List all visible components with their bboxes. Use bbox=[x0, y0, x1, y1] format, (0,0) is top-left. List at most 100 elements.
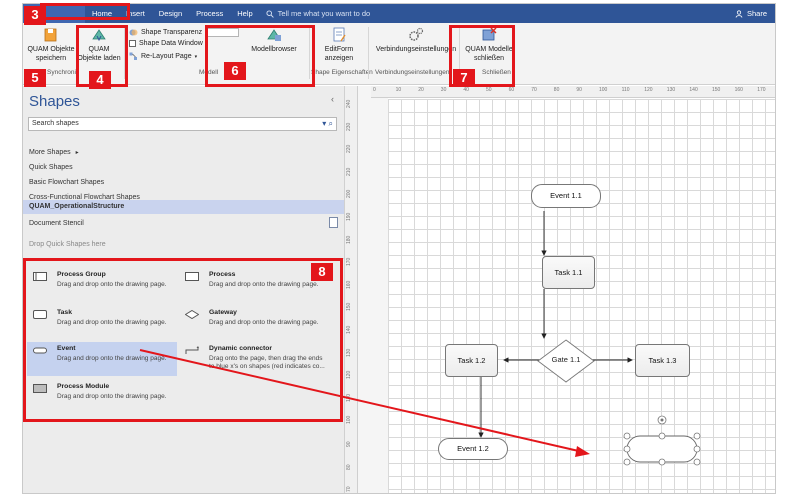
shapes-pane-title: Shapes bbox=[29, 93, 80, 110]
rotation-handle-dot bbox=[660, 418, 664, 422]
stencil-basic-flowchart[interactable]: Basic Flowchart Shapes bbox=[29, 179, 105, 186]
annotation-tag-5: 5 bbox=[24, 69, 46, 87]
group-label-sync: Synchroni bbox=[47, 69, 76, 76]
ruler-tick: 110 bbox=[346, 393, 352, 402]
connection-settings-label: Verbindungseinstellungen bbox=[375, 46, 457, 53]
node-task-1-3[interactable]: Task 1.3 bbox=[635, 344, 690, 377]
ribbon-tab-bar: Home Insert Design Process Help Tell me … bbox=[23, 4, 775, 23]
annotation-box-3 bbox=[40, 3, 130, 20]
checkbox-icon bbox=[129, 40, 136, 47]
node-event-1-2[interactable]: Event 1.2 bbox=[438, 438, 508, 460]
process-group-icon bbox=[33, 272, 47, 281]
lightbulb-search-icon bbox=[266, 9, 274, 18]
ruler-tick: 60 bbox=[508, 87, 515, 93]
ruler-tick: 150 bbox=[712, 87, 721, 93]
task-icon bbox=[33, 310, 47, 319]
selection-handles[interactable] bbox=[623, 432, 701, 466]
group-label-model: Modell bbox=[199, 69, 219, 76]
annotation-tag-8: 8 bbox=[311, 263, 333, 281]
drawing-canvas[interactable]: Event 1.1 Task 1.1 Task 1.2 Gate 1.1 Tas… bbox=[388, 99, 775, 493]
annotation-tag-4: 4 bbox=[89, 71, 111, 89]
ruler-tick: 140 bbox=[346, 325, 352, 334]
load-objects-label: QUAM Objekte laden bbox=[77, 46, 121, 62]
stencil-cross-functional[interactable]: Cross-Functional Flowchart Shapes bbox=[29, 194, 140, 201]
ruler-tick: 130 bbox=[666, 87, 676, 93]
ruler-tick: 130 bbox=[346, 348, 352, 357]
ruler-tick: 40 bbox=[463, 87, 469, 93]
ruler-tick: 20 bbox=[418, 87, 424, 93]
drop-quick-shapes-hint: Drop Quick Shapes here bbox=[29, 241, 106, 248]
tell-me-box[interactable]: Tell me what you want to do bbox=[266, 9, 371, 18]
ruler-tick: 210 bbox=[346, 167, 352, 176]
master-desc: Drag and drop onto the drawing page. bbox=[209, 281, 319, 288]
editform-button[interactable]: EditForm anzeigen bbox=[315, 27, 363, 63]
collapse-pane-icon[interactable]: ‹ bbox=[331, 94, 334, 104]
connectors-layer bbox=[478, 211, 701, 466]
tab-design[interactable]: Design bbox=[158, 9, 183, 18]
group-label-connection: Verbindungseinstellungen bbox=[375, 69, 450, 76]
ruler-tick: 150 bbox=[346, 303, 352, 312]
master-name: Process Module bbox=[57, 383, 110, 390]
canvas-margin bbox=[358, 86, 388, 493]
search-icon[interactable]: ▾ ⌕ bbox=[322, 119, 333, 128]
ruler-tick: 70 bbox=[531, 87, 537, 93]
annotation-tag-7: 7 bbox=[453, 69, 475, 87]
annotation-tag-3: 3 bbox=[24, 6, 46, 25]
master-desc: Drag and drop onto the drawing page. bbox=[57, 281, 167, 288]
shape-data-window-checkbox[interactable]: Shape Data Window bbox=[129, 40, 203, 47]
transparency-icon bbox=[129, 29, 138, 36]
node-task-1-2[interactable]: Task 1.2 bbox=[445, 344, 498, 377]
ruler-tick: 140 bbox=[689, 87, 698, 93]
load-objects-button[interactable]: QUAM Objekte laden bbox=[77, 27, 121, 63]
stencil-document[interactable]: Document Stencil bbox=[29, 220, 84, 227]
ruler-tick: 200 bbox=[346, 190, 352, 199]
tab-process[interactable]: Process bbox=[196, 9, 224, 18]
master-gateway[interactable]: Gateway Drag and drop onto the drawing p… bbox=[179, 306, 329, 340]
stencil-quam-operational[interactable]: QUAM_OperationalStructure bbox=[29, 203, 125, 210]
connection-settings-button[interactable]: Verbindungseinstellungen bbox=[373, 27, 459, 54]
save-objects-icon bbox=[44, 28, 57, 42]
annotation-tag-6: 6 bbox=[224, 62, 246, 80]
share-button[interactable]: Share bbox=[735, 4, 767, 23]
chevron-down-icon: ▾ bbox=[194, 53, 198, 60]
master-process[interactable]: Process Drag and drop onto the drawing p… bbox=[179, 268, 329, 302]
relayout-page-button[interactable]: Re-Layout Page ▾ bbox=[129, 52, 197, 61]
master-process-module[interactable]: Process Module Drag and drop onto the dr… bbox=[27, 380, 177, 414]
master-task[interactable]: Task Drag and drop onto the drawing page… bbox=[27, 306, 177, 340]
ruler-tick: 230 bbox=[346, 122, 352, 131]
tell-me-text: Tell me what you want to do bbox=[277, 9, 371, 18]
ruler-tick: 10 bbox=[395, 87, 402, 93]
ruler-tick: 240 bbox=[346, 99, 352, 108]
ribbon-separator bbox=[124, 27, 125, 79]
master-name: Process Group bbox=[57, 271, 106, 278]
more-shapes-menu[interactable]: More Shapes ▸ bbox=[29, 149, 79, 156]
tab-insert[interactable]: Insert bbox=[126, 9, 145, 18]
tab-help[interactable]: Help bbox=[237, 9, 253, 18]
model-browser-button[interactable]: Modellbrowser bbox=[245, 27, 303, 54]
ruler-tick: 120 bbox=[644, 87, 653, 93]
save-objects-label: QUAM Objekte speichern bbox=[27, 46, 75, 62]
master-desc: Drag and drop onto the drawing page. bbox=[57, 319, 167, 326]
close-models-label: QUAM Modelle schließen bbox=[465, 46, 513, 62]
chevron-right-icon: ▸ bbox=[75, 150, 79, 156]
node-task-1-1[interactable]: Task 1.1 bbox=[542, 256, 595, 289]
master-name: Dynamic connector bbox=[209, 345, 273, 352]
master-name: Process bbox=[209, 271, 236, 278]
tab-home[interactable]: Home bbox=[92, 9, 113, 18]
node-gate-1-1-label: Gate 1.1 bbox=[551, 355, 581, 364]
document-stencil-icon[interactable] bbox=[329, 217, 338, 228]
editform-icon bbox=[333, 27, 346, 42]
dropped-event-shape[interactable] bbox=[626, 435, 698, 463]
close-models-button[interactable]: QUAM Modelle schließen bbox=[463, 27, 515, 63]
editform-label: EditForm anzeigen bbox=[324, 46, 354, 62]
stencil-quick-shapes[interactable]: Quick Shapes bbox=[29, 164, 73, 171]
ruler-tick: 160 bbox=[346, 280, 352, 289]
search-shapes-input[interactable]: Search shapes ▾ ⌕ bbox=[28, 117, 337, 131]
search-shapes-placeholder: Search shapes bbox=[32, 120, 79, 127]
save-objects-button[interactable]: QUAM Objekte speichern bbox=[25, 27, 77, 63]
node-event-1-1[interactable]: Event 1.1 bbox=[531, 184, 601, 208]
master-process-group[interactable]: Process Group Drag and drop onto the dra… bbox=[27, 268, 177, 302]
ruler-tick: 30 bbox=[440, 87, 447, 93]
